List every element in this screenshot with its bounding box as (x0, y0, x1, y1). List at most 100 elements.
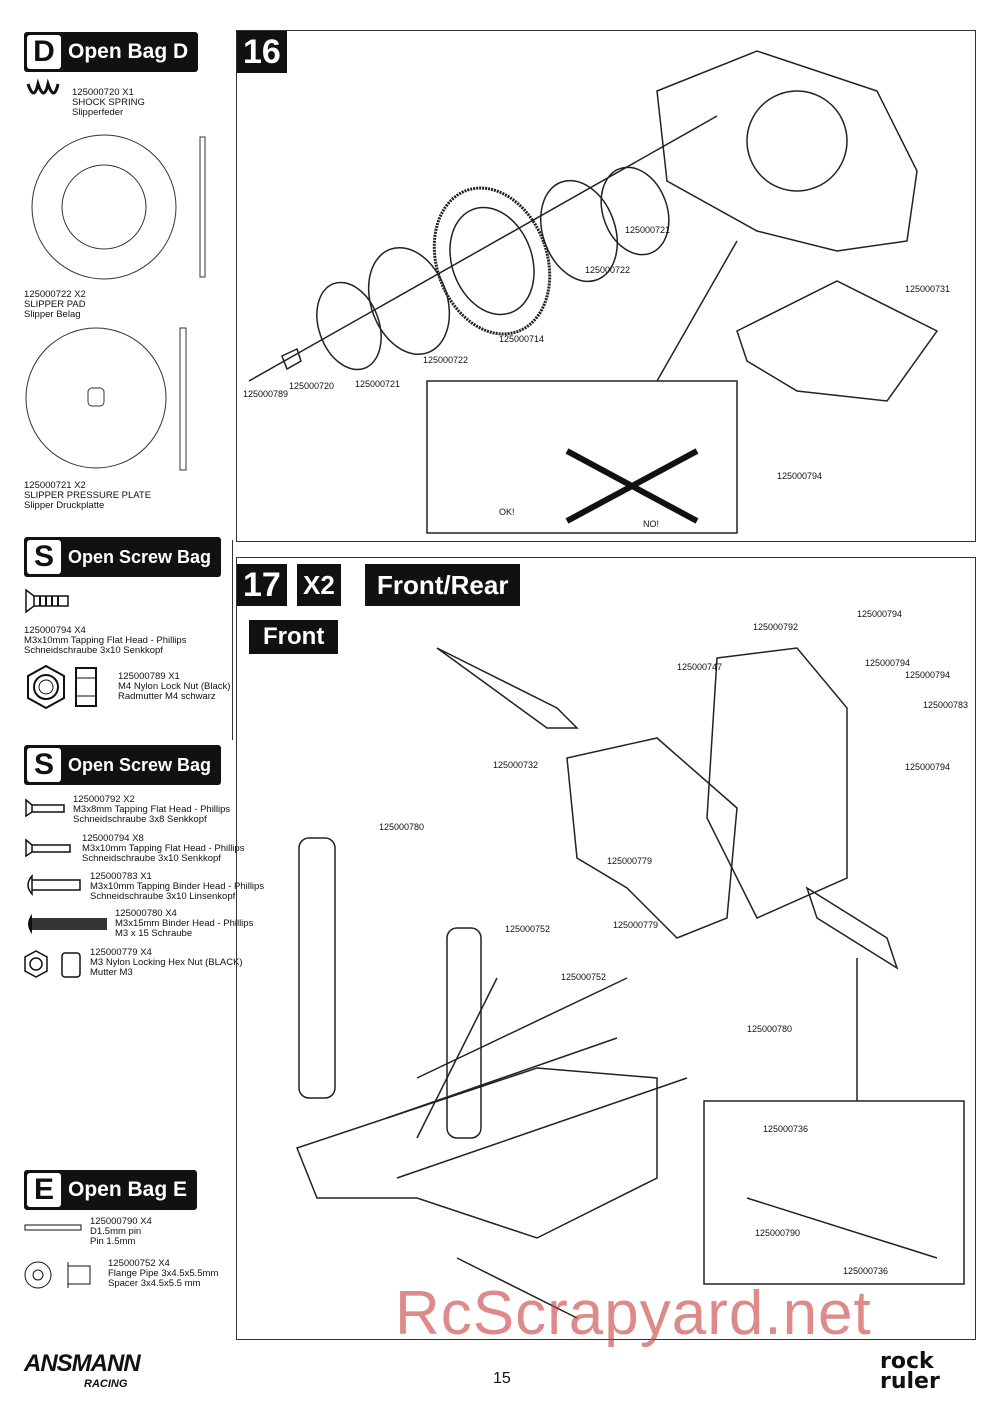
part-name-de: Radmutter M4 schwarz (118, 691, 216, 702)
part-label: 125000721 (355, 379, 401, 389)
divider (232, 540, 233, 740)
part-label: 125000747 (677, 662, 723, 672)
step-16-panel: 16 125000721 125000722 125000714 1250007… (236, 30, 976, 542)
part-name: M3 Nylon Locking Hex Nut (BLACK) (90, 957, 243, 968)
part-name: D1.5mm pin (90, 1226, 142, 1237)
part-number: 125000794 X4 (24, 625, 86, 636)
part-number: 125000720 X1 (72, 87, 134, 98)
part-number: 125000780 X4 (115, 908, 177, 919)
part-number: 125000721 X2 (24, 480, 86, 491)
part-name: M3x15mm Binder Head - Phillips (115, 918, 254, 929)
bag-title: Open Screw Bag (68, 546, 212, 567)
inset-part-label: 125000736 (843, 1266, 889, 1276)
part-number: 125000779 X4 (90, 947, 152, 958)
slipper-pad-icon (31, 134, 206, 280)
part-number: 125000792 X2 (73, 794, 135, 805)
ok-label: OK! (499, 507, 515, 517)
ansmann-logo: ANSMANN RACING (24, 1350, 141, 1390)
bag-letter: D (27, 35, 61, 69)
part-number: 125000783 X1 (90, 871, 152, 882)
part-label: 125000792 (753, 622, 799, 632)
step-17-panel: 17 X2 Front/Rear Front 125000792 1250007… (236, 557, 976, 1340)
part-label: 125000779 (607, 856, 653, 866)
bag-letter: E (27, 1173, 61, 1207)
flat-head-screw-icon (25, 798, 65, 818)
part-number: 125000789 X1 (118, 671, 180, 682)
part-label: 125000732 (493, 760, 539, 770)
part-label: 125000783 (923, 700, 969, 710)
part-label: 125000714 (499, 334, 545, 344)
part-label: 125000721 (625, 225, 671, 235)
part-number: 125000790 X4 (90, 1216, 152, 1227)
part-number: 125000794 X8 (82, 833, 144, 844)
part-label: 125000780 (379, 822, 425, 832)
part-name-de: Schneidschraube 3x8 Senkkopf (73, 814, 207, 825)
part-label: 125000779 (613, 920, 659, 930)
part-name: M3x8mm Tapping Flat Head - Phillips (73, 804, 231, 815)
part-label: 125000794 (777, 471, 823, 481)
part-name-de: Slipperfeder (72, 107, 124, 118)
step-subtitle: Front (249, 620, 339, 654)
part-number: 125000722 X2 (24, 289, 86, 300)
part-name-de: Schneidschraube 3x10 Linsenkopf (90, 891, 236, 902)
bag-title: Open Screw Bag (68, 754, 212, 775)
part-name: M4 Nylon Lock Nut (Black) (118, 681, 231, 692)
part-name-de: Schneidschraube 3x10 Senkkopf (82, 853, 221, 864)
brand-name: ANSMANN (24, 1350, 141, 1377)
part-label: 125000789 (243, 389, 289, 399)
part-label: 125000780 (747, 1024, 793, 1034)
part-label: 125000731 (905, 284, 951, 294)
part-label: 125000794 (865, 658, 911, 668)
part-name: M3x10mm Tapping Flat Head - Phillips (24, 635, 187, 646)
part-label: 125000722 (423, 355, 469, 365)
inset-part-label: 125000736 (763, 1124, 809, 1134)
part-label: 125000794 (905, 670, 951, 680)
part-label: 125000752 (505, 924, 551, 934)
part-name-de: Slipper Belag (24, 309, 81, 320)
part-name-de: Schneidschraube 3x10 Senkkopf (24, 645, 163, 656)
hex-nut-icon (24, 950, 81, 978)
bag-d-header: D Open Bag D (24, 32, 199, 72)
step-number: 16 (237, 31, 287, 73)
page-number: 15 (493, 1370, 511, 1387)
part-name: SLIPPER PAD (24, 299, 86, 310)
step-title: Front/Rear (365, 564, 521, 606)
no-label: NO! (643, 519, 660, 529)
bag-letter: S (27, 540, 61, 574)
part-number: 125000752 X4 (108, 1258, 170, 1269)
lock-nut-icon (27, 664, 97, 710)
flat-head-screw-icon (25, 838, 71, 858)
part-label: 125000722 (585, 265, 631, 275)
slipper-clutch-exploded-drawing (248, 50, 939, 534)
bag-letter: S (27, 748, 61, 782)
part-label: 125000720 (289, 381, 335, 391)
slipper-pressure-plate-icon (25, 327, 187, 471)
part-name: M3x10mm Tapping Binder Head - Phillips (90, 881, 265, 892)
part-label: 125000752 (561, 972, 607, 982)
axle-assembly-exploded-drawing (296, 647, 965, 1319)
part-name-de: Pin 1.5mm (90, 1236, 136, 1247)
step-number: 17 (237, 564, 287, 606)
part-name-de: Mutter M3 (90, 967, 133, 978)
pin-icon (24, 1224, 82, 1231)
inset-part-label: 125000790 (755, 1228, 801, 1238)
binder-head-screw-icon (28, 914, 107, 934)
part-name: M3x10mm Tapping Flat Head - Phillips (82, 843, 245, 854)
shock-spring-icon (26, 78, 60, 95)
brand-sub: RACING (84, 1378, 128, 1390)
part-name-de: Spacer 3x4.5x5.5 mm (108, 1278, 201, 1289)
flat-head-screw-icon (25, 588, 69, 614)
part-name: SLIPPER PRESSURE PLATE (24, 490, 152, 501)
part-label: 125000794 (905, 762, 951, 772)
